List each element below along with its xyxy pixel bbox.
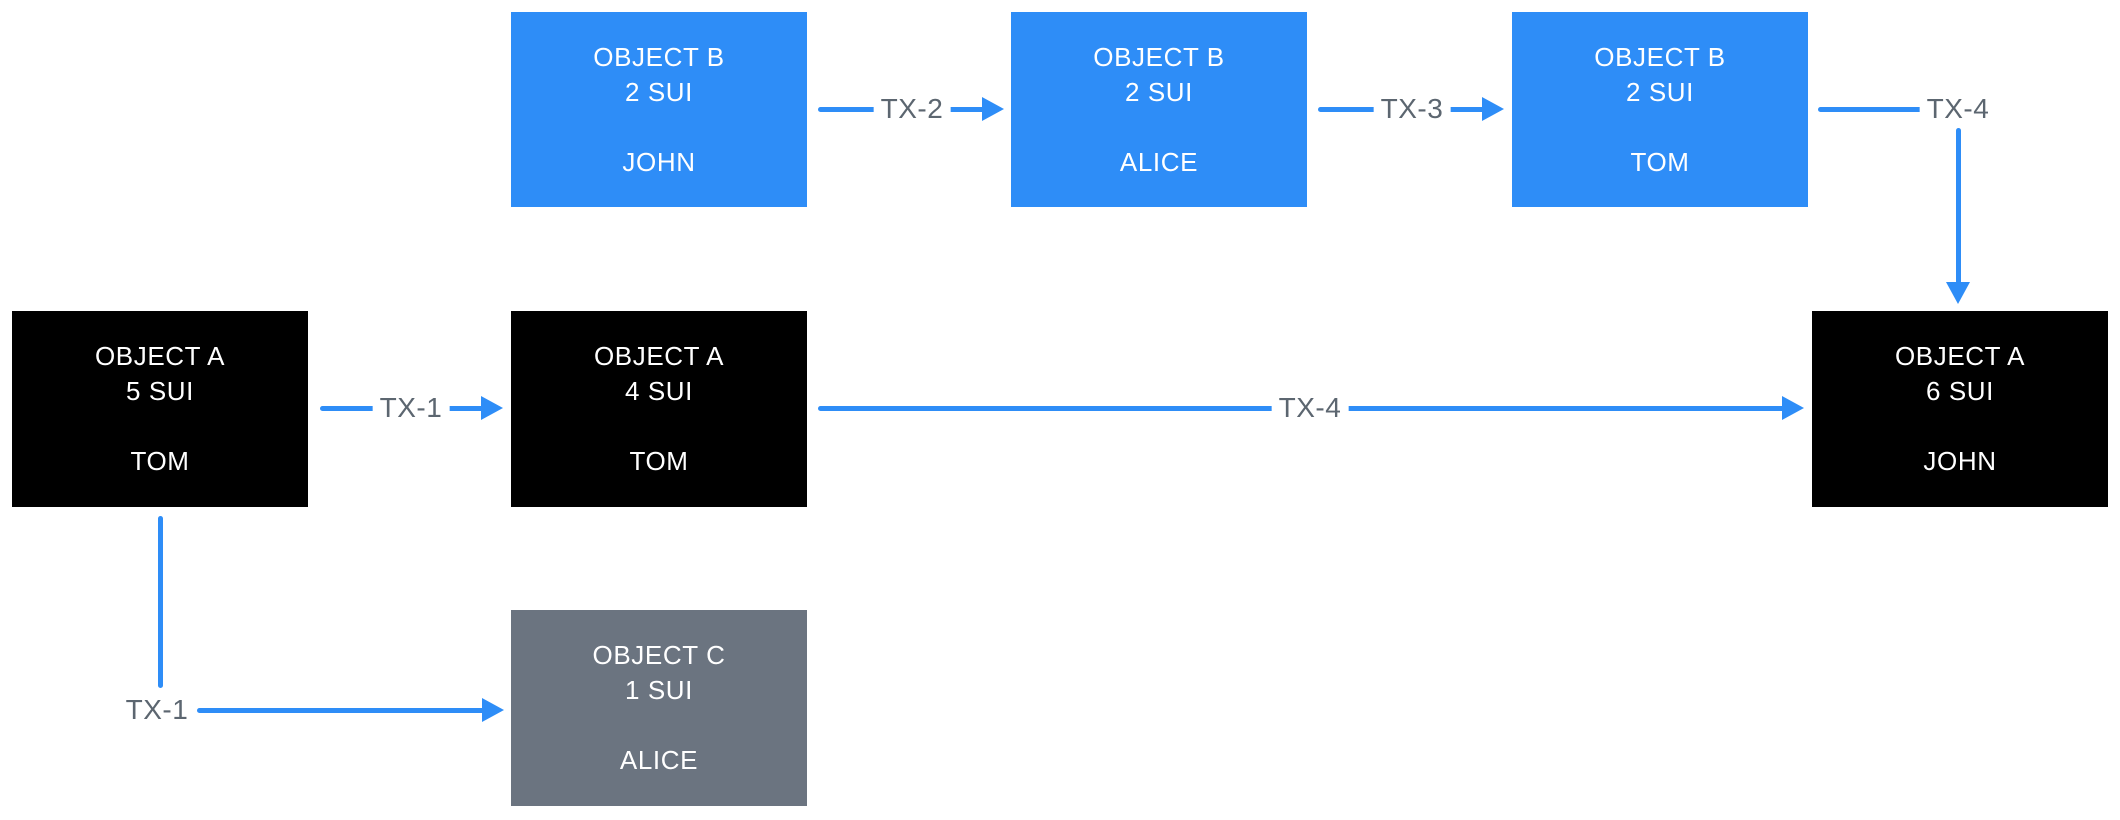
- node-owner: ALICE: [619, 745, 699, 775]
- transaction-label-tx-4-to-object-a: TX-4: [1919, 92, 1997, 126]
- arrow-head-icon: [982, 97, 1004, 121]
- node-amount: 2 SUI: [624, 76, 694, 107]
- arrow-head-icon: [481, 396, 503, 420]
- node-owner: ALICE: [1119, 146, 1199, 177]
- transaction-label-tx-4-merge: TX-4: [1271, 391, 1349, 425]
- object-node-object-a-v2: OBJECT A 4 SUI TOM: [511, 311, 807, 507]
- node-amount: 6 SUI: [1925, 376, 1995, 406]
- node-title: OBJECT C: [592, 640, 726, 670]
- node-amount: 2 SUI: [1124, 76, 1194, 107]
- object-node-object-a-v1: OBJECT A 5 SUI TOM: [12, 311, 308, 507]
- transaction-label-tx-1-split-a: TX-1: [372, 391, 450, 425]
- node-amount: 2 SUI: [1625, 76, 1695, 107]
- node-amount: 1 SUI: [624, 675, 694, 705]
- node-amount: 5 SUI: [125, 376, 195, 406]
- object-node-object-b-v2: OBJECT B 2 SUI ALICE: [1011, 12, 1307, 207]
- object-node-object-c-v1: OBJECT C 1 SUI ALICE: [511, 610, 807, 806]
- transaction-label-tx-2: TX-2: [873, 92, 951, 126]
- arrow-line: [157, 516, 163, 688]
- node-owner: TOM: [1630, 146, 1690, 177]
- node-title: OBJECT A: [1894, 341, 2026, 371]
- node-title: OBJECT B: [1093, 41, 1225, 72]
- node-owner: TOM: [130, 446, 190, 476]
- arrow-head-icon: [1482, 97, 1504, 121]
- object-node-object-b-v1: OBJECT B 2 SUI JOHN: [511, 12, 807, 207]
- node-owner: TOM: [629, 446, 689, 476]
- arrow-line: [197, 707, 486, 713]
- object-node-object-b-v3: OBJECT B 2 SUI TOM: [1512, 12, 1808, 207]
- node-title: OBJECT B: [593, 41, 725, 72]
- arrow-head-icon: [1946, 282, 1970, 304]
- arrow-line: [1955, 128, 1961, 284]
- transaction-label-tx-3: TX-3: [1373, 92, 1451, 126]
- transaction-label-tx-1-split-c: TX-1: [118, 693, 196, 727]
- arrow-head-icon: [1782, 396, 1804, 420]
- arrow-line: [1818, 106, 1926, 112]
- node-amount: 4 SUI: [624, 376, 694, 406]
- node-title: OBJECT A: [593, 341, 725, 371]
- node-owner: JOHN: [622, 146, 696, 177]
- arrow-head-icon: [482, 698, 504, 722]
- node-owner: JOHN: [1923, 446, 1997, 476]
- node-title: OBJECT A: [94, 341, 226, 371]
- object-node-object-a-v3: OBJECT A 6 SUI JOHN: [1812, 311, 2108, 507]
- node-title: OBJECT B: [1594, 41, 1726, 72]
